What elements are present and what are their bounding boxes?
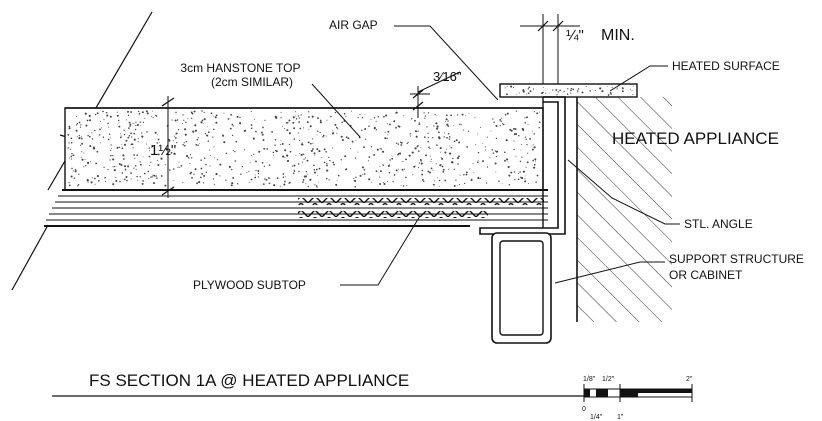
- hanstone-top-slab: [64, 107, 544, 191]
- page-title: FS SECTION 1A @ HEATED APPLIANCE: [89, 371, 409, 390]
- heated-surface-plate: [499, 83, 638, 98]
- label-heated-appliance: HEATED APPLIANCE: [612, 129, 779, 148]
- label-plywood-subtop: PLYWOOD SUBTOP: [193, 278, 306, 292]
- plywood-subtop: [44, 189, 548, 227]
- steel-angle: [479, 96, 566, 235]
- heated-appliance-body: [577, 97, 672, 322]
- scale-tick-eighth: 1/8": [583, 376, 596, 383]
- scale-tick-zero: 0: [582, 406, 586, 413]
- support-tube-outer: [491, 232, 552, 344]
- stone-speckle: [67, 110, 541, 188]
- break-line-lower: [11, 224, 49, 291]
- scale-tick-quarter: 1/4": [590, 414, 603, 421]
- label-air-gap: AIR GAP: [329, 18, 378, 32]
- support-tube-inner: [499, 240, 544, 336]
- label-hanstone-top: 3cm HANSTONE TOP (2cm SIMILAR): [180, 61, 303, 89]
- label-min: MIN.: [601, 27, 635, 44]
- label-stl-angle: STL. ANGLE: [684, 217, 753, 231]
- label-quarter-inch: ¼": [566, 27, 584, 44]
- scale-tick-half: 1/2": [602, 376, 615, 383]
- scale-tick-one: 1": [617, 414, 624, 421]
- scale-bar: 1/8" 1/2" 2" 0 1/4" 1": [582, 376, 693, 421]
- scale-tick-two: 2": [686, 376, 693, 383]
- label-support-structure: SUPPORT STRUCTURE OR CABINET: [669, 252, 807, 282]
- label-three-sixteenths: 3⁄16": [433, 69, 462, 84]
- label-heated-surface: HEATED SURFACE: [672, 59, 780, 73]
- label-one-and-half: 1½": [150, 142, 176, 159]
